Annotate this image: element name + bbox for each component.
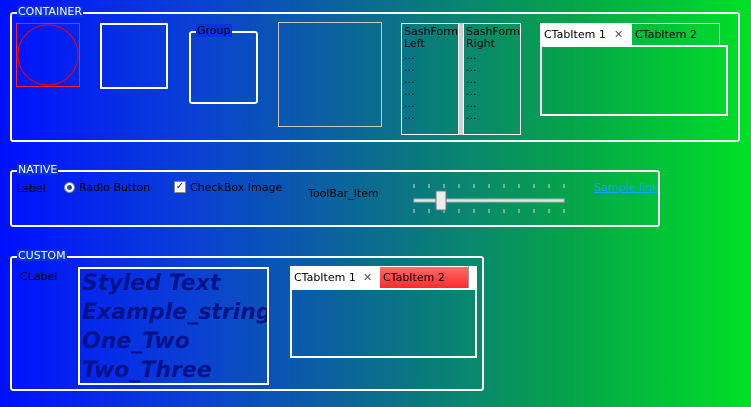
circle-shape: [17, 24, 79, 86]
toolbar-item[interactable]: ToolBar_Item: [308, 187, 379, 200]
composite-box: [100, 23, 168, 89]
ctab-custom-item-2-label: CTabItem 2: [383, 271, 445, 284]
checkbox-indicator: ✓: [174, 181, 186, 193]
sashform-right-pane: SashForm Right ... ... ... ... ... ...: [463, 23, 521, 135]
group-box: [189, 31, 258, 104]
ctab-body: [540, 45, 728, 116]
ctab-item-2[interactable]: CTabItem 2: [632, 23, 720, 45]
slider-rail: [413, 198, 565, 203]
styled-text-line: Two_Three: [82, 358, 212, 383]
radio-indicator: [64, 182, 75, 193]
container-legend: CONTAINER: [17, 5, 84, 18]
ctab-custom-item-2[interactable]: CTabItem 2: [380, 266, 468, 288]
ctab-item-1-label: CTabItem 1: [544, 28, 606, 41]
ctab-item-1[interactable]: CTabItem 1 ✕: [540, 23, 632, 45]
sashform-right-text: SashForm Right ... ... ... ... ... ...: [466, 25, 521, 122]
ctab-item-2-label: CTabItem 2: [635, 28, 697, 41]
group-label: Group: [196, 24, 232, 37]
styled-text-box[interactable]: Styled Text Example_string One_Two Two_T…: [78, 267, 269, 385]
sash-handle[interactable]: [459, 23, 463, 135]
custom-group: [10, 256, 484, 391]
ctab-custom-item-1[interactable]: CTabItem 1 ✕: [290, 266, 380, 288]
native-group: [10, 170, 660, 227]
close-x-icon[interactable]: ✕: [614, 28, 624, 41]
ctab-custom-body: [290, 288, 477, 358]
native-legend: NATIVE: [17, 163, 59, 176]
slider[interactable]: [410, 181, 568, 215]
ctab-custom-item-1-label: CTabItem 1: [294, 271, 356, 284]
sample-link[interactable]: Sample link: [594, 181, 659, 194]
radio-label: Radio Button: [79, 181, 151, 194]
slider-thumb[interactable]: [435, 190, 447, 211]
clabel: CLabel: [20, 270, 58, 283]
canvas: [16, 23, 80, 87]
ctabfolder-custom: CTabItem 1 ✕ CTabItem 2: [290, 266, 478, 358]
styled-text-line: Example_string: [82, 300, 269, 325]
styled-text-line: Styled Text: [82, 271, 221, 296]
checkbox-label: CheckBox Image: [190, 181, 283, 194]
native-label: Label: [16, 182, 46, 195]
sashform-left-text: SashForm Left ... ... ... ... ... ...: [404, 25, 459, 122]
close-x-icon[interactable]: ✕: [363, 271, 373, 284]
scrolled-composite[interactable]: [278, 22, 382, 127]
custom-legend: CUSTOM: [17, 249, 67, 262]
styled-text-line: One_Two: [82, 329, 190, 354]
sashform-left-pane: SashForm Left ... ... ... ... ... ...: [401, 23, 459, 135]
slider-track: [413, 184, 565, 213]
ctabfolder-container: CTabItem 1 ✕ CTabItem 2: [540, 23, 728, 116]
container-group: [10, 12, 740, 142]
ctab-custom-scroll-edge: [468, 266, 477, 288]
sashform: SashForm Left ... ... ... ... ... ... Sa…: [401, 23, 521, 135]
